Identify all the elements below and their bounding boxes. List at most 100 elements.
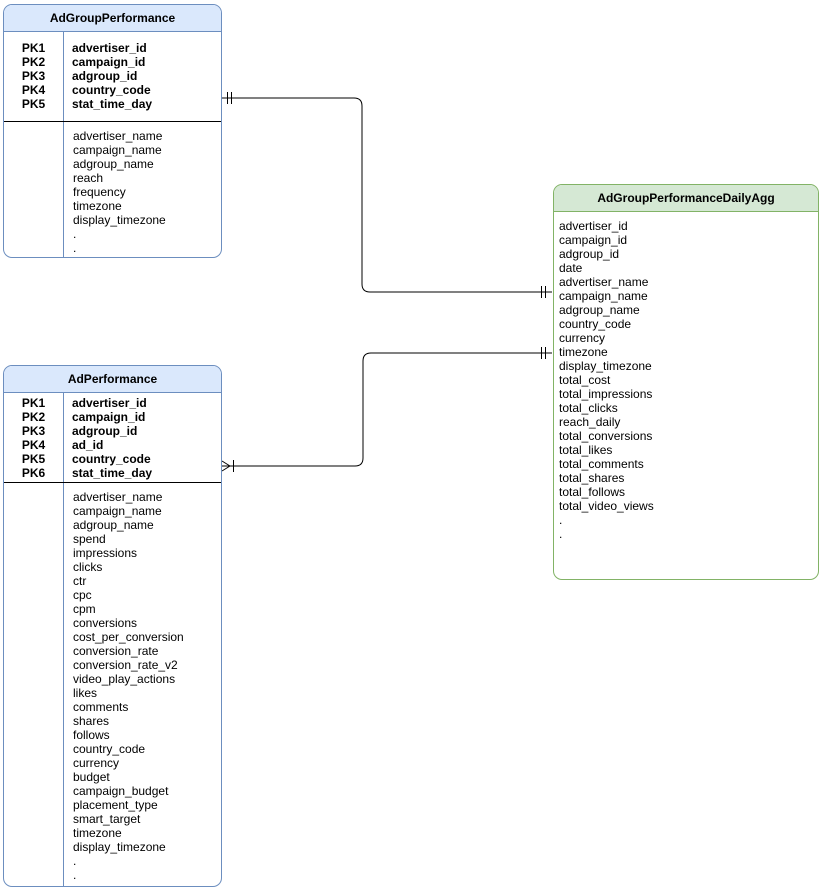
field-row: campaign_name	[73, 143, 162, 157]
field-row: conversions	[73, 616, 138, 630]
field-row: campaign_name	[559, 289, 648, 303]
field-row: cpm	[73, 602, 96, 616]
field-row: date	[559, 261, 583, 275]
pk-row: PK3 adgroup_id	[4, 69, 221, 83]
pk-column-divider	[63, 393, 64, 886]
pk-field-name: stat_time_day	[72, 97, 153, 111]
field-row: display_timezone	[73, 840, 166, 854]
relationship-line[interactable]	[222, 97, 552, 293]
field-row: clicks	[73, 560, 103, 574]
field-row: display_timezone	[559, 359, 652, 373]
pk-row: PK3 adgroup_id	[4, 424, 221, 438]
pk-row: PK1 advertiser_id	[4, 396, 221, 410]
pk-field-name: ad_id	[72, 438, 104, 452]
field-row: cpc	[73, 588, 92, 602]
field-row: placement_type	[73, 798, 158, 812]
pk-key-label: PK3	[21, 69, 46, 83]
field-row: video_play_actions	[73, 672, 176, 686]
entity-title[interactable]: AdGroupPerformance	[4, 5, 221, 32]
field-row: advertiser_name	[559, 275, 649, 289]
field-row: impressions	[73, 546, 138, 560]
field-row: follows	[73, 728, 110, 742]
field-row: currency	[559, 331, 606, 345]
field-row: cost_per_conversion	[73, 630, 184, 644]
field-row: adgroup_name	[73, 518, 154, 532]
field-row: spend	[73, 532, 106, 546]
pk-row: PK1 advertiser_id	[4, 41, 221, 55]
pk-key-label: PK1	[21, 41, 46, 55]
field-row: campaign_budget	[73, 784, 169, 798]
field-row: reach_daily	[559, 415, 621, 429]
pk-row: PK4 country_code	[4, 83, 221, 97]
field-row: total_impressions	[559, 387, 653, 401]
field-row: timezone	[559, 345, 608, 359]
pk-key-label: PK1	[21, 396, 46, 410]
field-row: total_video_views	[559, 499, 654, 513]
field-row: reach	[73, 171, 104, 185]
relationship-adgroupperformance-to-dailyagg[interactable]	[222, 92, 552, 298]
field-row: total_cost	[559, 373, 611, 387]
pk-key-label: PK6	[21, 466, 46, 480]
pk-field-name: advertiser_id	[72, 41, 147, 55]
pk-field-name: adgroup_id	[72, 69, 138, 83]
field-row: timezone	[73, 826, 122, 840]
field-row: conversion_rate	[73, 644, 159, 658]
field-row: country_code	[73, 742, 146, 756]
relationship-line[interactable]	[222, 352, 552, 467]
field-row: total_comments	[559, 457, 644, 471]
entity-title[interactable]: AdPerformance	[4, 366, 221, 393]
entity-title[interactable]: AdGroupPerformanceDailyAgg	[554, 185, 818, 212]
cardinality-one-and-only-one-marker	[541, 286, 546, 298]
cardinality-one-and-only-one-marker	[227, 92, 232, 104]
field-row: ctr	[73, 574, 87, 588]
field-row: conversion_rate_v2	[73, 658, 178, 672]
pk-key-label: PK2	[21, 55, 46, 69]
pk-row: PK6 stat_time_day	[4, 466, 221, 480]
field-row: adgroup_name	[73, 157, 154, 171]
field-row: advertiser_id	[559, 219, 628, 233]
field-row: total_conversions	[559, 429, 653, 443]
pk-field-name: advertiser_id	[72, 396, 147, 410]
field-row: adgroup_id	[559, 247, 620, 261]
field-row: likes	[73, 686, 98, 700]
field-row: frequency	[73, 185, 126, 199]
field-row: total_follows	[559, 485, 626, 499]
pk-field-name: country_code	[72, 83, 151, 97]
field-row: .	[73, 854, 77, 868]
pk-field-name: campaign_id	[72, 55, 146, 69]
cardinality-one-and-only-one-marker	[541, 347, 546, 359]
field-row: .	[559, 527, 563, 541]
field-row: .	[73, 241, 77, 255]
pk-row: PK4 ad_id	[4, 438, 221, 452]
pk-row: PK2 campaign_id	[4, 55, 221, 69]
field-row: country_code	[559, 317, 632, 331]
field-row: advertiser_name	[73, 129, 163, 143]
field-row: .	[73, 868, 77, 882]
pk-key-label: PK3	[21, 424, 46, 438]
pk-column-divider	[63, 32, 64, 257]
entity-adgroupperformancedailyagg[interactable]: AdGroupPerformanceDailyAgg advertiser_id…	[553, 184, 819, 580]
field-row: campaign_name	[73, 504, 162, 518]
pk-field-name: adgroup_id	[72, 424, 138, 438]
pk-field-name: stat_time_day	[72, 466, 153, 480]
field-row: advertiser_name	[73, 490, 163, 504]
pk-key-label: PK4	[21, 438, 46, 452]
pk-field-name: country_code	[72, 452, 151, 466]
pk-key-label: PK4	[21, 83, 46, 97]
field-row: display_timezone	[73, 213, 166, 227]
field-row: total_likes	[559, 443, 613, 457]
field-row: total_clicks	[559, 401, 618, 415]
relationship-adperformance-to-dailyagg[interactable]	[221, 347, 552, 472]
field-row: adgroup_name	[559, 303, 640, 317]
field-row: campaign_id	[559, 233, 628, 247]
field-row: comments	[73, 700, 129, 714]
field-row: shares	[73, 714, 110, 728]
